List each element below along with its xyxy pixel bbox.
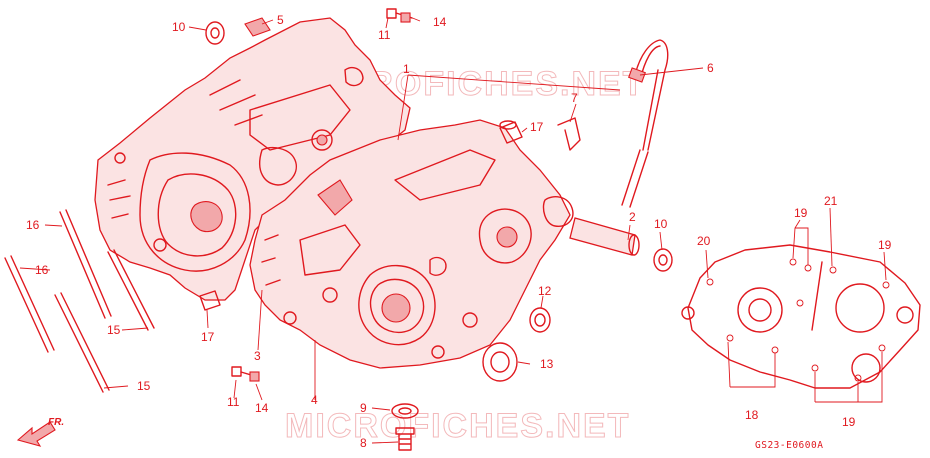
callout-11-top: 11 (378, 28, 391, 42)
bolt-part-14-bottom (231, 366, 260, 382)
callout-12: 12 (538, 284, 552, 298)
callout-11-bottom: 11 (227, 395, 240, 409)
breather-tube-part-6 (621, 39, 669, 208)
washer-part-10-top (205, 21, 225, 45)
callout-6: 6 (707, 61, 714, 75)
right-crankcase (249, 119, 574, 369)
callout-10-top: 10 (172, 20, 186, 34)
drain-bolt-parts (391, 403, 419, 451)
dowel-part-5 (244, 17, 271, 37)
callout-15-b: 15 (137, 379, 151, 393)
bolt-part-14-top (386, 8, 413, 23)
callout-18: 18 (745, 408, 759, 422)
callout-3: 3 (254, 349, 261, 363)
callout-9: 9 (360, 401, 367, 415)
collar-part-17-bottom (199, 290, 221, 311)
clip-part-7 (557, 117, 581, 151)
callout-8: 8 (360, 436, 367, 450)
callout-16-a: 16 (26, 218, 40, 232)
callout-10-right: 10 (654, 217, 668, 231)
watermark-bottom: MICROFICHES.NET (285, 407, 630, 445)
callout-15-a: 15 (107, 323, 121, 337)
leader-lines (19, 16, 887, 444)
callout-19-top: 19 (794, 206, 808, 220)
callout-4: 4 (311, 393, 318, 407)
studs (4, 209, 155, 393)
callout-5: 5 (277, 13, 284, 27)
callout-7: 7 (571, 91, 578, 105)
callout-17-bottom: 17 (201, 330, 215, 344)
callout-19-right: 19 (878, 238, 892, 252)
front-direction-arrow: FR. (16, 417, 64, 447)
callout-1: 1 (403, 62, 410, 76)
callout-19-bottom: 19 (842, 415, 856, 429)
callout-17-top: 17 (530, 120, 544, 134)
direction-label: FR. (48, 417, 64, 428)
callout-21: 21 (824, 194, 838, 208)
callout-14-top: 14 (433, 15, 447, 29)
oil-seals (482, 307, 551, 382)
callout-2: 2 (629, 210, 636, 224)
callout-labels: 10 5 11 14 6 1 7 17 2 10 16 16 15 15 17 … (26, 13, 892, 450)
pipe-part-2 (569, 217, 640, 256)
callout-20: 20 (697, 234, 711, 248)
drawing-code: GS23-E0600A (755, 440, 823, 451)
callout-14-bottom: 14 (255, 401, 269, 415)
gasket-outline (681, 244, 921, 389)
washer-part-10-right (653, 248, 673, 272)
callout-16-b: 16 (35, 263, 49, 277)
callout-13: 13 (540, 357, 554, 371)
collar-part-17-top (499, 120, 523, 144)
